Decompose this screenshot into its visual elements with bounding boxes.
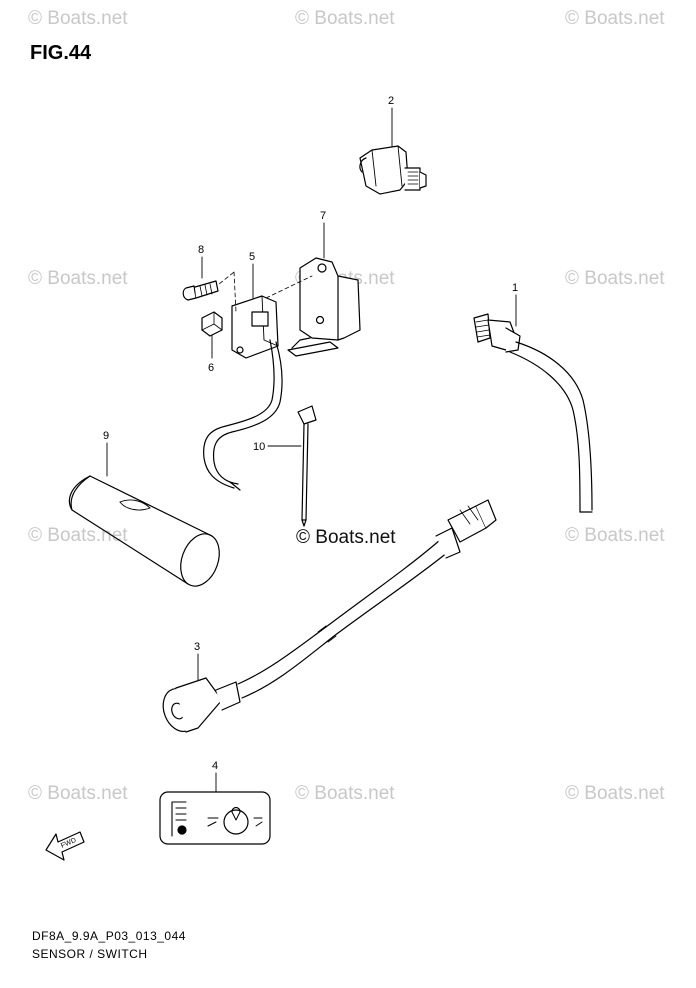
drawing-caption: SENSOR / SWITCH: [32, 947, 148, 961]
part-7-bracket: [287, 257, 361, 357]
callout-9[interactable]: 9: [103, 430, 110, 442]
part-2-sensor: [359, 145, 427, 195]
callout-8[interactable]: 8: [198, 244, 205, 256]
watermark: © Boats.net: [295, 8, 395, 29]
leader-lines: [106, 107, 517, 793]
watermark: © Boats.net: [28, 783, 128, 804]
watermark: © Boats.net: [565, 783, 665, 804]
watermark: © Boats.net: [28, 8, 128, 29]
callout-1[interactable]: 1: [512, 282, 519, 294]
callout-10[interactable]: 10: [253, 441, 266, 453]
callout-4[interactable]: 4: [212, 760, 219, 772]
part-5-switch: [203, 295, 283, 491]
center-watermark: © Boats.net: [296, 527, 396, 548]
watermark: © Boats.net: [28, 268, 128, 289]
callout-2[interactable]: 2: [388, 95, 395, 107]
callout-6[interactable]: 6: [208, 362, 215, 374]
watermark: © Boats.net: [565, 525, 665, 546]
callout-5[interactable]: 5: [249, 251, 256, 263]
fwd-arrow-icon: FWD: [45, 831, 85, 861]
callout-7[interactable]: 7: [320, 210, 327, 222]
part-10-cable-tie: [297, 405, 317, 527]
part-1-temp-sender: [473, 313, 593, 513]
part-4-label-plate: [159, 791, 271, 845]
watermark: © Boats.net: [565, 268, 665, 289]
part-9-tube: [68, 475, 220, 587]
drawing-code: DF8A_9.9A_P03_013_044: [32, 929, 186, 943]
part-3-switch-harness: [162, 499, 497, 733]
watermark: © Boats.net: [565, 8, 665, 29]
callout-3[interactable]: 3: [194, 641, 201, 653]
part-6-nut: [201, 311, 223, 337]
figure-title: FIG.44: [30, 42, 92, 64]
watermark: © Boats.net: [295, 783, 395, 804]
part-8-screw: [182, 280, 219, 301]
